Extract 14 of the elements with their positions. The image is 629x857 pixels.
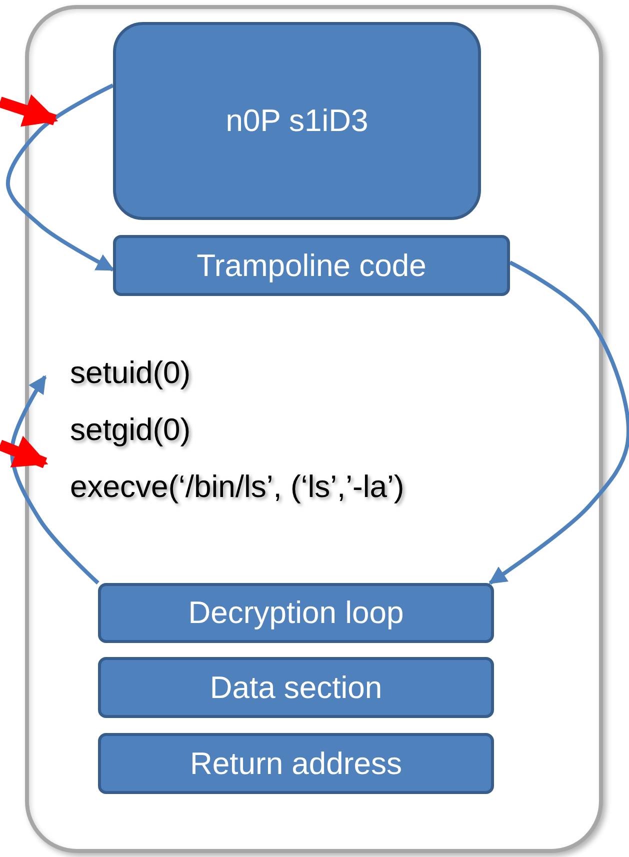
code-line: execve(‘/bin/ls’, (‘ls’,’-la’) — [70, 469, 404, 505]
flow-arrow — [488, 260, 629, 585]
code-block: Trampoline code — [113, 235, 510, 296]
data-block: Data section — [98, 657, 494, 718]
memory-frame — [25, 5, 603, 853]
code-line: setgid(0) — [70, 412, 191, 448]
data-block: Return address — [98, 733, 494, 794]
code-block: Decryption loop — [98, 583, 494, 643]
flow-arrow — [6, 84, 115, 272]
sled-block: n0P s1iD3 — [113, 22, 481, 220]
code-line: setuid(0) — [70, 355, 191, 391]
pointer-arrow — [0, 436, 48, 468]
pointer-arrow — [0, 94, 58, 127]
flow-arrow — [10, 375, 100, 584]
